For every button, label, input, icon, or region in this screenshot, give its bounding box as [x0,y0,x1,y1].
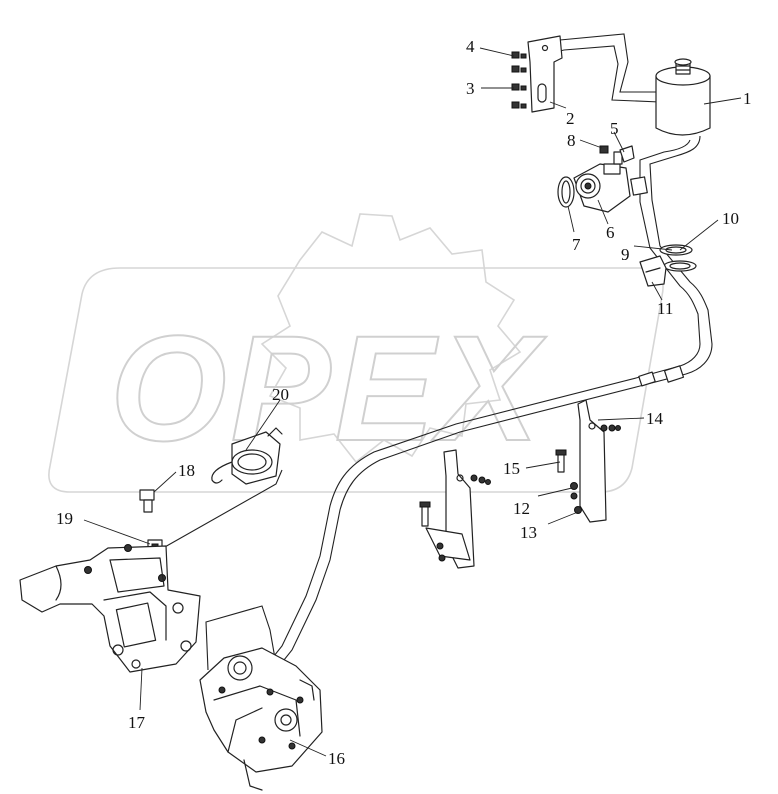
part-17-mount-bracket [19,544,201,673]
part-20-clamp [211,427,283,485]
part-14-bracket [577,399,621,523]
callout-1: 1 [743,89,752,108]
callout-16: 16 [328,749,345,768]
part-18-fitting [139,489,155,513]
callout-5: 5 [610,119,619,138]
part-12-washer [570,482,578,500]
line-fitting-3 [630,176,648,196]
callout-6: 6 [606,223,615,242]
callout-12: 12 [513,499,530,518]
pressure-line [267,135,713,681]
callout-8: 8 [567,131,576,150]
watermark: OPEX [48,213,664,493]
part-15-bolt [555,449,567,473]
callout-17: 17 [128,713,146,732]
callout-2: 2 [566,109,575,128]
callout-7: 7 [572,235,581,254]
line-fitting [663,365,685,383]
part-7-cap [557,176,575,208]
part-6-filter-assembly [573,151,631,213]
bolts-4 [511,51,527,59]
callout-4: 4 [466,37,475,56]
callout-11: 11 [657,299,673,318]
hydraulic-lines [155,33,713,681]
callout-13: 13 [520,523,537,542]
callout-18: 18 [178,461,195,480]
callout-20: 20 [272,385,289,404]
line-fitting-2 [638,371,656,387]
part-13-nut [574,506,582,514]
bolts-3 [511,65,527,109]
part-1-reservoir [655,58,711,136]
return-line [257,139,701,677]
watermark-text: OPEX [110,304,547,472]
callout-3: 3 [466,79,475,98]
callout-9: 9 [621,245,630,264]
callout-15: 15 [503,459,520,478]
part-2-bracket [511,35,563,113]
callout-19: 19 [56,509,73,528]
callout-14: 14 [646,409,664,428]
part-9-clamp [663,260,697,272]
watermark-gear [260,213,522,464]
callout-labels: 1 2 3 4 5 6 7 8 9 10 11 12 13 14 15 16 1… [56,37,752,768]
part-10-clamp [659,244,693,256]
bracket-line [155,469,283,553]
part-8-bolt [599,145,609,154]
part-11-clip [639,255,667,287]
pump-feed-line [205,605,277,671]
callout-10: 10 [722,209,739,228]
part-16-pump [199,647,323,791]
suction-hose-2 [547,45,661,103]
line-bracket-mid [419,449,491,569]
leader-lines [83,47,742,757]
